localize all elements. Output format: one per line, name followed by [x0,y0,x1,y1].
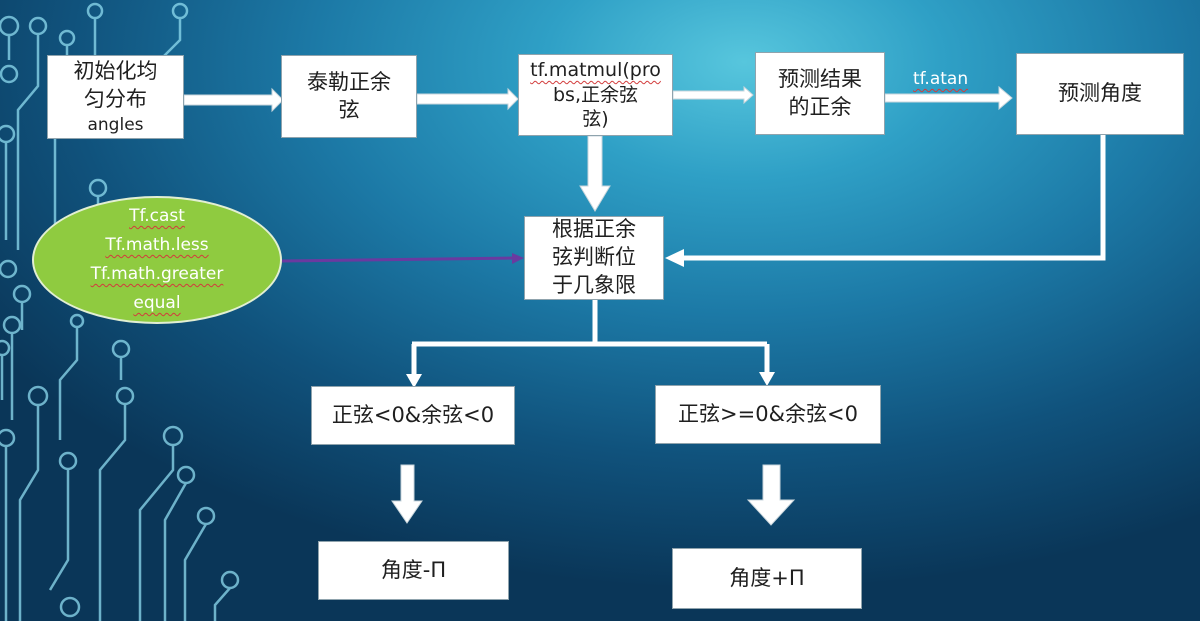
matmul-line1: tf.matmul(pro [530,58,661,81]
init-line3: angles [87,114,144,135]
tf-op-less: Tf.math.less [105,235,209,255]
line-angle-to-quadrant [680,135,1106,261]
condition-right-text: 正弦>=0&余弦<0 [678,401,858,426]
line-ellipse-to-quadrant [281,256,515,263]
predict-angle-text: 预测角度 [1058,81,1142,106]
arrow-init-to-taylor [183,87,284,113]
arrowhead-purple [512,253,524,264]
quadrant-box: 根据正余 弦判断位 于几象限 [524,216,664,300]
taylor-box: 泰勒正余 弦 [281,55,417,138]
taylor-line1: 泰勒正余 [307,69,391,94]
result-left-box: 角度-Π [318,541,509,600]
arrow-cond-right-down [746,464,796,526]
predict-angle-box: 预测角度 [1016,53,1184,135]
arrow-taylor-to-matmul [416,87,519,111]
arrowhead-into-quadrant [665,249,684,267]
atan-label: tf.atan [913,69,969,89]
init-line2: 匀分布 [84,86,147,111]
predict-cos-box: 预测结果 的正余 [755,52,885,135]
init-angles-box: 初始化均 匀分布 angles [47,55,184,139]
predict-cos-line1: 预测结果 [778,66,862,91]
result-right-box: 角度+Π [672,548,862,609]
condition-left-box: 正弦<0&余弦<0 [311,386,515,445]
matmul-line2: bs,正余弦 [553,83,638,106]
taylor-line2: 弦 [338,97,360,122]
arrowhead-cond-right [759,372,775,386]
quadrant-line2: 弦判断位 [552,245,636,270]
arrow-matmul-to-predictcos [672,85,754,105]
tf-op-equal: equal [133,293,181,313]
init-line1: 初始化均 [73,59,158,84]
line-quadrant-split [411,300,770,378]
condition-right-box: 正弦>=0&余弦<0 [655,385,881,444]
arrowhead-cond-left [406,374,422,388]
arrow-matmul-to-quadrant [579,135,611,212]
arrow-cond-left-down [391,464,423,524]
quadrant-line3: 于几象限 [552,272,636,297]
predict-cos-line2: 的正余 [788,94,852,119]
quadrant-line1: 根据正余 [552,217,636,242]
tf-op-greater: Tf.math.greater [90,264,224,284]
condition-left-text: 正弦<0&余弦<0 [331,402,495,427]
result-right-text: 角度+Π [729,565,805,590]
arrow-predictcos-to-angle [884,85,1013,111]
tf-op-cast: Tf.cast [129,206,185,226]
matmul-box: tf.matmul(pro bs,正余弦 弦) [518,54,673,136]
result-left-text: 角度-Π [380,557,447,582]
matmul-line3: 弦) [582,108,609,131]
tf-ops-ellipse: Tf.cast Tf.math.less Tf.math.greater equ… [32,196,282,324]
